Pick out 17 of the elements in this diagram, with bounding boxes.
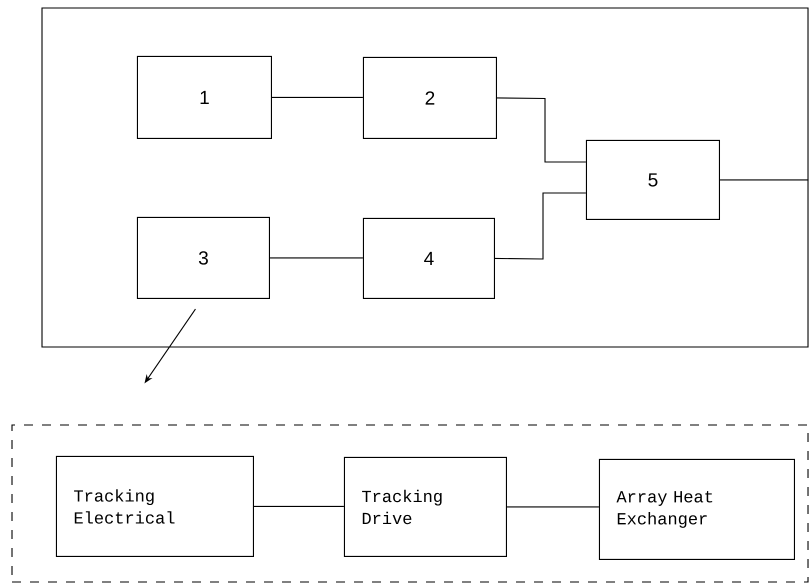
connector-line: [507, 506, 599, 508]
process-box: Tracking Electrical: [56, 456, 254, 557]
process-box: Array Heat Exchanger: [598, 458, 795, 560]
connector-line: [254, 506, 344, 507]
connector-line: [497, 97, 586, 163]
connector-line: [495, 192, 586, 260]
connector-line: [272, 96, 363, 98]
process-box: 1: [136, 56, 272, 139]
container-box: [41, 7, 809, 348]
dashed-box: [11, 424, 809, 583]
process-box: 3: [136, 216, 270, 299]
process-box: 4: [362, 218, 495, 299]
process-box: Tracking Drive: [344, 456, 507, 557]
process-box: 5: [586, 140, 720, 220]
process-box: 2: [362, 56, 497, 139]
connector-line: [720, 179, 809, 180]
connector-line: [270, 257, 363, 258]
